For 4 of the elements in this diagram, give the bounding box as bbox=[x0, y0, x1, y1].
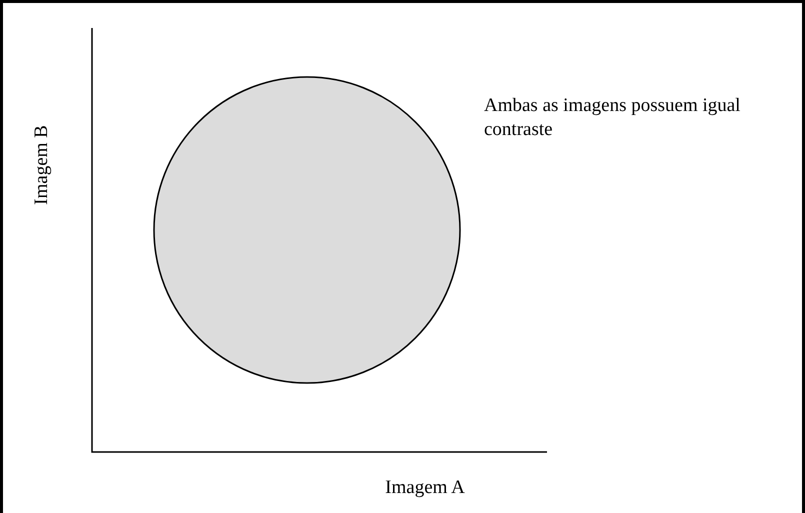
axis-label: Imagem B bbox=[30, 124, 53, 207]
annotation-text: Ambas as imagens possuem igual contraste bbox=[484, 94, 742, 142]
circle bbox=[153, 76, 461, 384]
axis-label: Imagem A bbox=[384, 476, 466, 500]
